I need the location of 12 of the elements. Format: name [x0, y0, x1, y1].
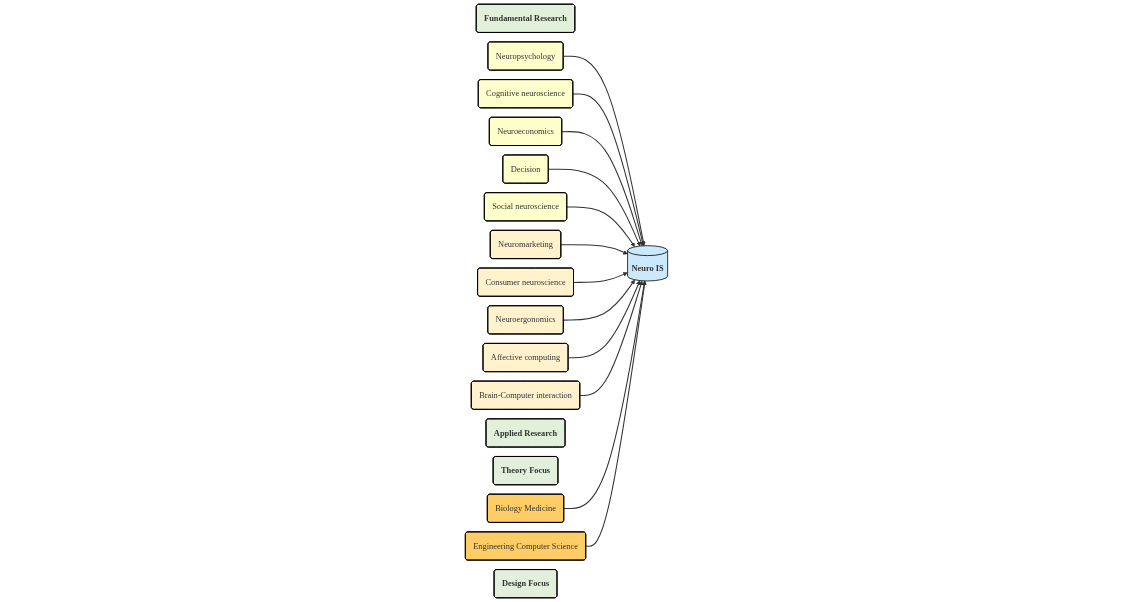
- arrow: [573, 272, 628, 283]
- arrow: [585, 280, 647, 547]
- arrow: [572, 93, 645, 246]
- arrow: [563, 280, 647, 510]
- arrow: [561, 131, 644, 247]
- arrow: [567, 280, 641, 359]
- arrow: [562, 55, 646, 246]
- arrow: [579, 280, 644, 396]
- arrow: [548, 168, 641, 247]
- arrow: [566, 206, 636, 247]
- arrow: [563, 279, 636, 321]
- arrow: [560, 244, 628, 255]
